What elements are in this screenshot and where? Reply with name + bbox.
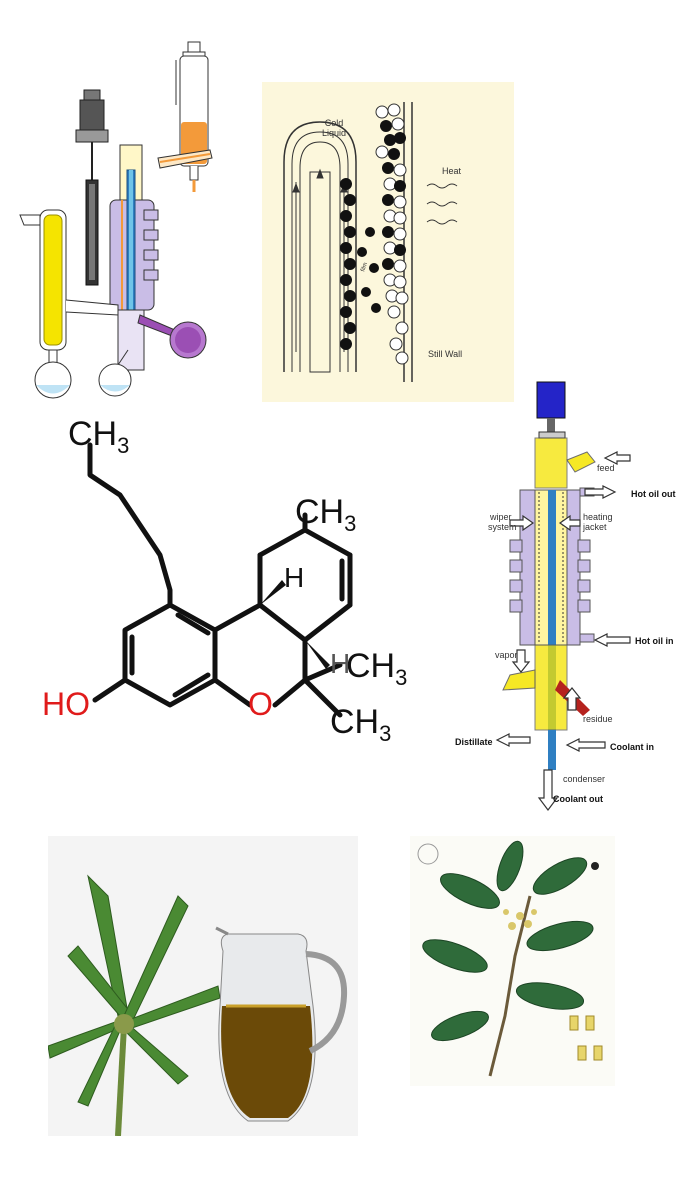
still-wall-label: Still Wall	[428, 349, 462, 359]
coolant-out-label: Coolant out	[553, 794, 603, 804]
hot-oil-in-label: Hot oil in	[635, 636, 674, 646]
coolant-in-label: Coolant in	[610, 742, 654, 752]
botanical-plant-illustration	[410, 836, 615, 1086]
cold-trap	[19, 209, 119, 399]
vapor-label: vapor	[495, 650, 518, 660]
oxygen-label: O	[248, 686, 273, 722]
hot-oil-out-label: Hot oil out	[631, 489, 676, 499]
distillate-flask	[98, 349, 132, 397]
ho-label: HO	[42, 686, 90, 722]
h-upper-label: H	[284, 562, 304, 593]
motor-block	[536, 381, 566, 419]
leaf-and-oil-photo	[48, 836, 358, 1136]
ch3-right-label: CH3	[295, 493, 356, 536]
feed-label: feed	[597, 463, 615, 473]
condenser-label: condenser	[563, 774, 605, 784]
heat-label: Heat	[442, 166, 462, 176]
addition-funnel	[175, 41, 209, 192]
motor	[75, 89, 109, 286]
ch3-bottom-label: CH3	[330, 703, 391, 746]
distillate-label: Distillate	[455, 737, 493, 747]
h-lower-label: H	[330, 648, 350, 679]
molecule-particles	[340, 103, 409, 365]
main-column	[109, 144, 159, 371]
ch3-top-label: CH3	[68, 415, 129, 458]
oil-jug	[215, 926, 348, 1122]
ch3-mid-label: CH3	[346, 647, 407, 690]
distillation-apparatus-illustration	[0, 30, 250, 410]
residue-label: residue	[583, 714, 613, 724]
residue-flask	[137, 314, 207, 359]
film-label: film	[360, 262, 369, 273]
molecule-structure: CH3 CH3 CH3 CH3 H H HO O	[30, 415, 430, 795]
